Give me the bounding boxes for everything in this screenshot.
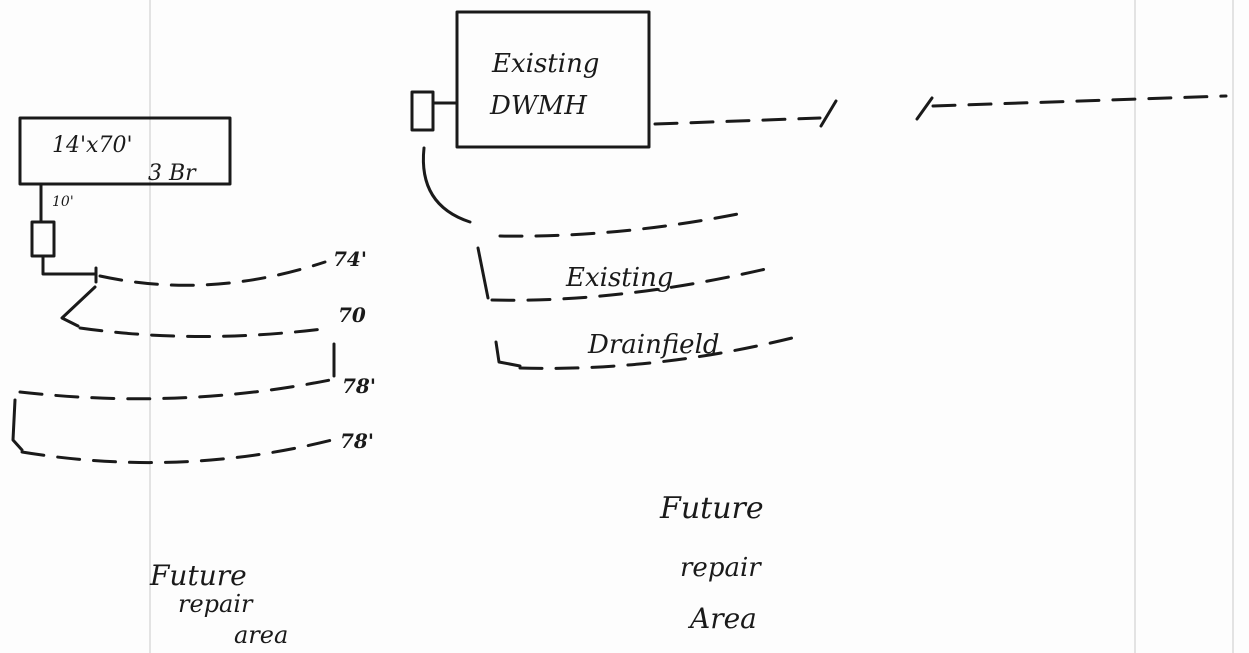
break-mark <box>915 96 934 121</box>
field-line-3 <box>18 378 332 401</box>
existing-drain-pipe <box>421 146 472 224</box>
existing-field-line-1 <box>498 210 750 238</box>
existing-field-connector <box>476 246 490 300</box>
new-home-bedrooms: 3 Br <box>148 161 197 186</box>
existing-field-connector <box>494 340 522 368</box>
field-line-1 <box>98 260 327 287</box>
future-area-left-line3: area <box>234 621 288 649</box>
field-line-4-length: 78' <box>340 429 374 453</box>
pipe-length-label: 10' <box>52 194 74 210</box>
existing-drainfield-label-bottom: Drainfield <box>587 330 720 360</box>
field-line-2 <box>78 326 332 338</box>
existing-field-line-3 <box>518 333 806 370</box>
future-area-right-line1: Future <box>659 491 764 526</box>
existing-house-label-top: Existing <box>491 49 599 79</box>
future-area-left-line1: Future <box>149 559 247 592</box>
field-line-4 <box>20 438 334 465</box>
future-area-right-line2: repair <box>680 553 762 583</box>
existing-drainfield-label-top: Existing <box>565 263 673 293</box>
field-line-2-length: 70 <box>338 303 366 327</box>
septic-tank-new <box>30 220 56 258</box>
field-connector <box>60 285 97 328</box>
future-area-right-line3: Area <box>687 602 757 635</box>
field-line-3-length: 78' <box>342 374 376 398</box>
tank-outlet-pipe <box>41 254 98 276</box>
existing-house-outline <box>455 10 651 149</box>
new-home-outline <box>18 116 232 186</box>
break-mark <box>819 99 838 128</box>
new-home-size: 14'x70' <box>52 133 133 158</box>
property-dashed-line <box>931 94 1228 108</box>
field-connector <box>11 398 24 452</box>
field-line-1-length: 74' <box>333 247 367 271</box>
septic-tank-existing <box>410 90 435 132</box>
property-dashed-line <box>653 116 822 126</box>
future-area-left-line2: repair <box>178 590 254 618</box>
existing-house-label-bottom: DWMH <box>489 91 588 121</box>
